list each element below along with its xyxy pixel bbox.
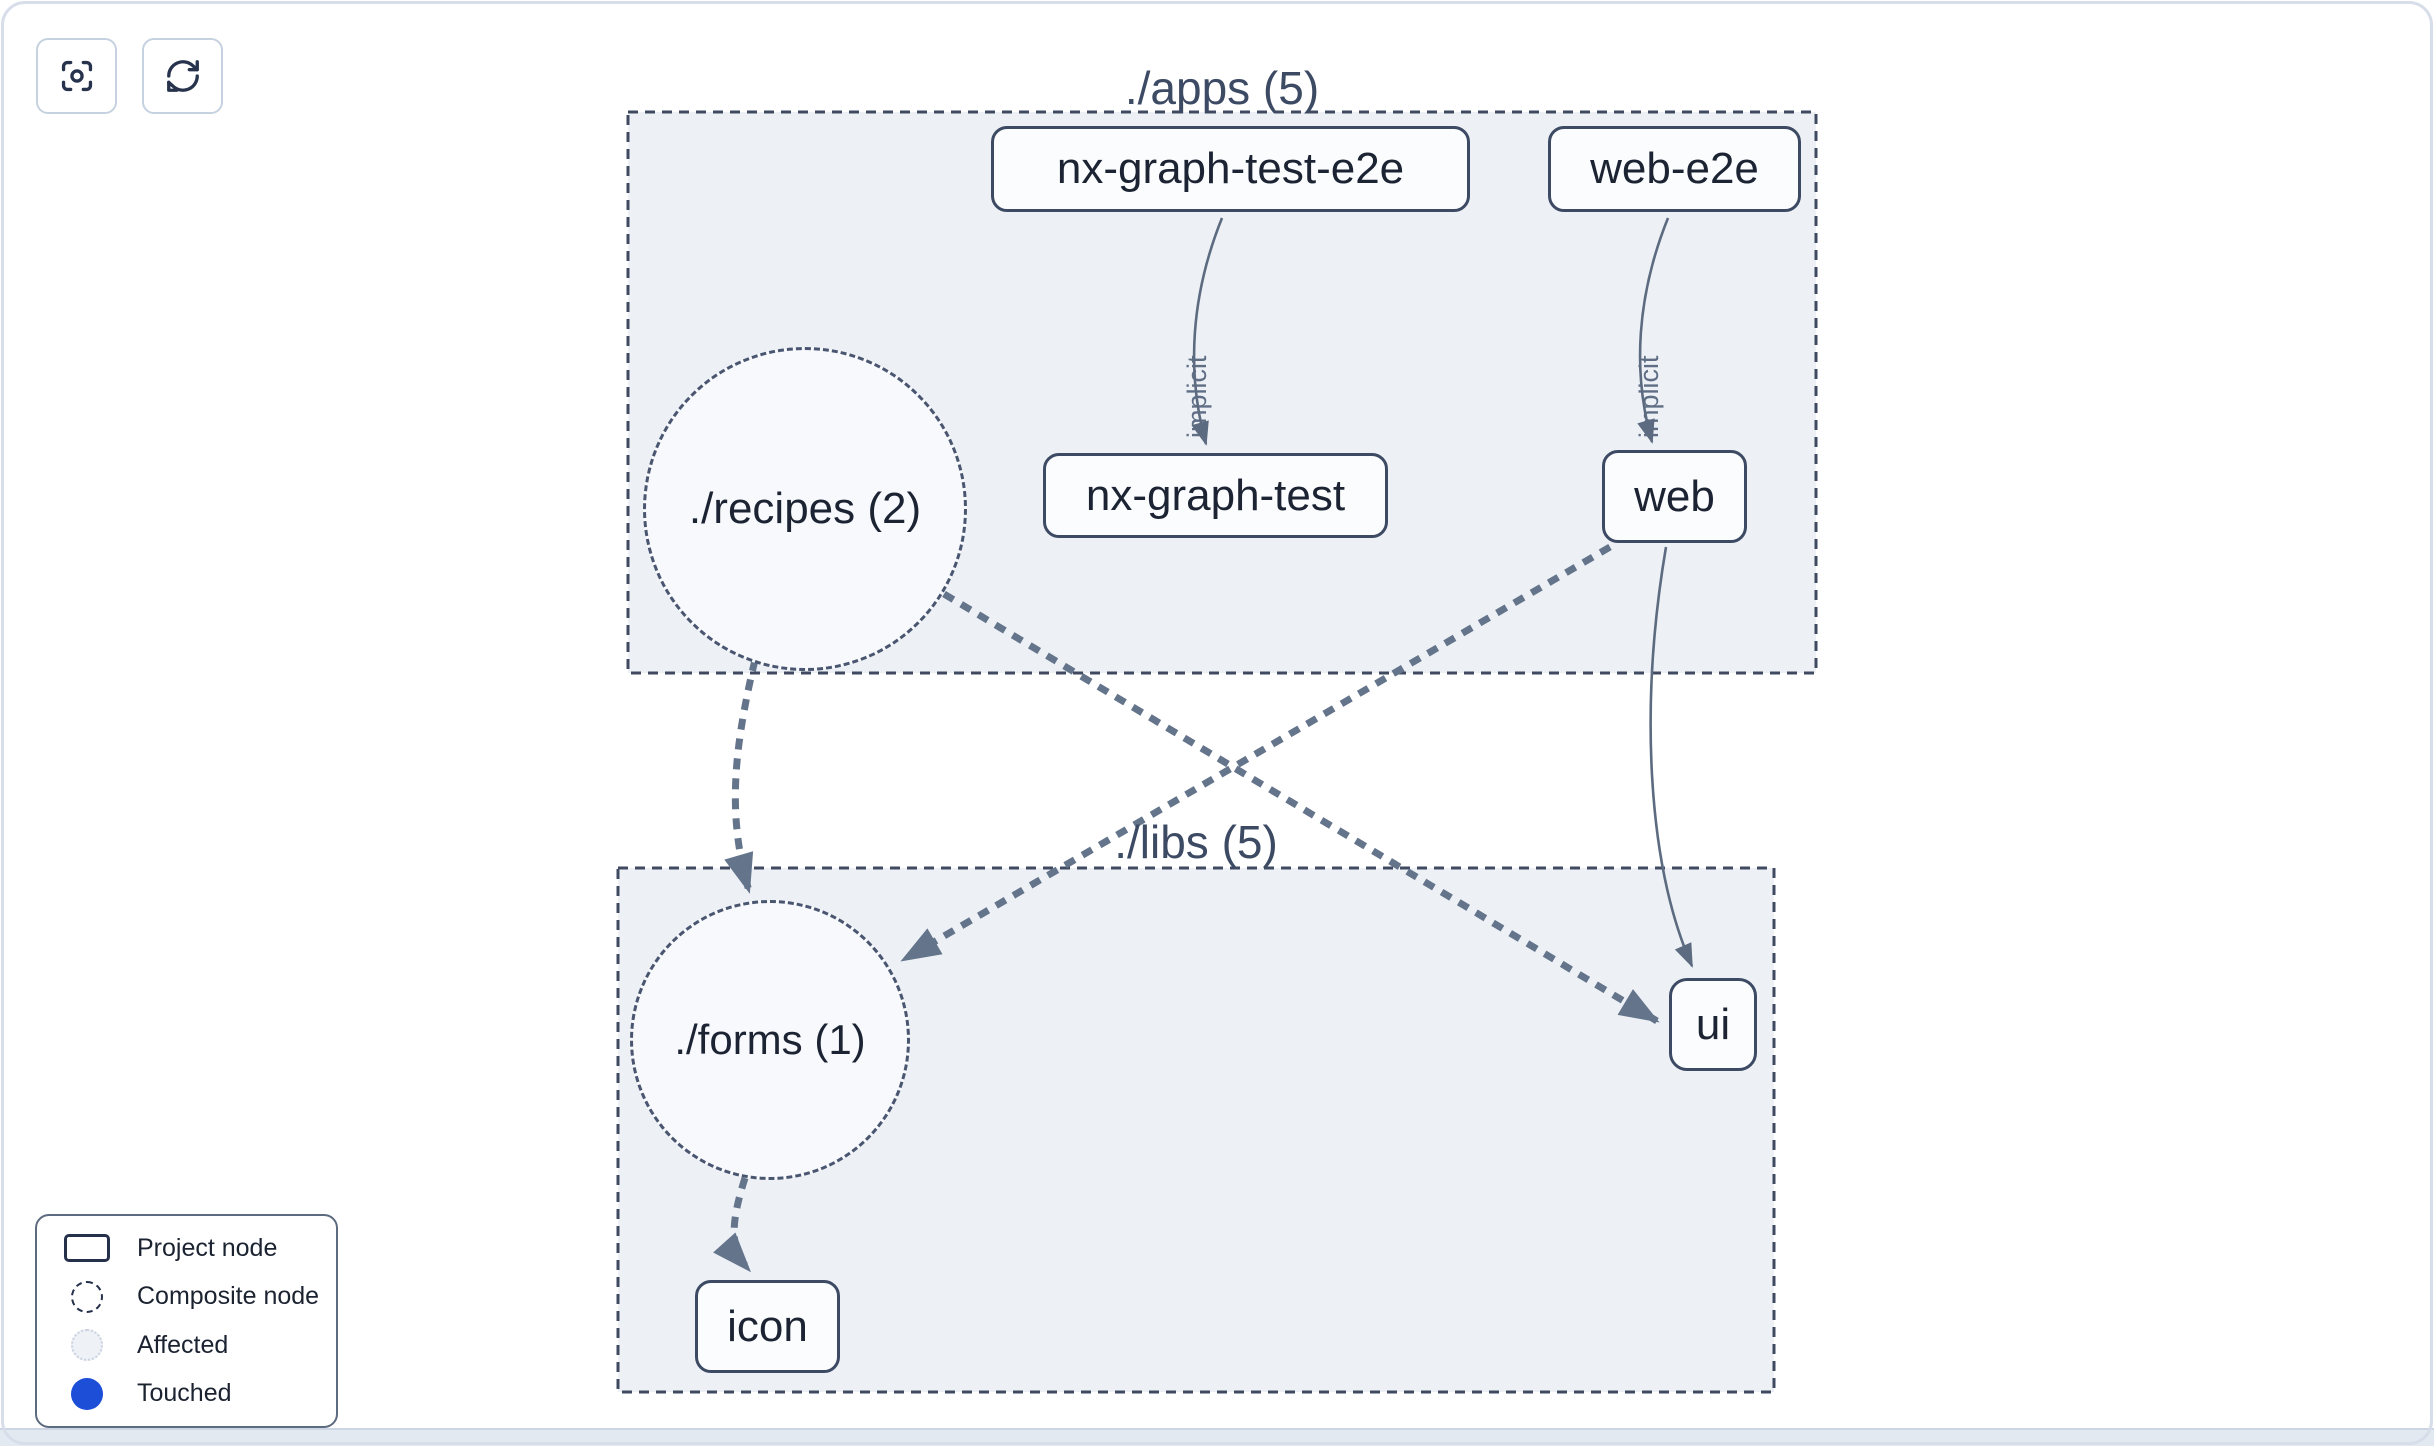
composite-node-swatch [71,1280,103,1313]
bottom-panel-edge [0,1428,2434,1446]
legend-label: Affected [137,1330,229,1359]
focus-button[interactable] [36,38,117,114]
legend-label: Touched [137,1379,232,1408]
legend: Project node Composite node Affected Tou… [35,1214,338,1428]
composite-node-recipes[interactable]: ./recipes (2) [643,347,967,671]
node-ui[interactable]: ui [1669,978,1757,1071]
touched-swatch [71,1377,103,1410]
legend-label: Project node [137,1233,278,1262]
refresh-button[interactable] [142,38,223,114]
legend-item-project-node: Project node [37,1226,336,1270]
node-icon[interactable]: icon [695,1280,840,1373]
edge-web-to-forms[interactable] [900,543,1612,964]
edge-web-to-ui[interactable] [1649,546,1694,968]
legend-item-composite-node: Composite node [37,1275,336,1319]
node-nx-graph-test[interactable]: nx-graph-test [1043,453,1388,538]
focus-icon [61,60,92,92]
refresh-icon [166,60,199,92]
edge-nx-graph-test-e2e-to-nx-graph-test[interactable] [1191,217,1224,446]
composite-node-forms[interactable]: ./forms (1) [630,900,910,1180]
node-nx-graph-test-e2e[interactable]: nx-graph-test-e2e [991,126,1470,212]
graph-toolbar [36,38,223,114]
edge-web-e2e-to-web[interactable] [1637,217,1670,444]
affected-swatch [71,1329,103,1362]
legend-item-touched: Touched [37,1372,336,1416]
node-web[interactable]: web [1602,450,1747,543]
project-node-swatch [64,1234,110,1263]
edge-recipes-to-forms[interactable] [724,659,759,894]
node-web-e2e[interactable]: web-e2e [1548,126,1801,212]
legend-label: Composite node [137,1282,320,1311]
edge-forms-to-icon[interactable] [713,1176,752,1273]
legend-item-affected: Affected [37,1323,336,1367]
